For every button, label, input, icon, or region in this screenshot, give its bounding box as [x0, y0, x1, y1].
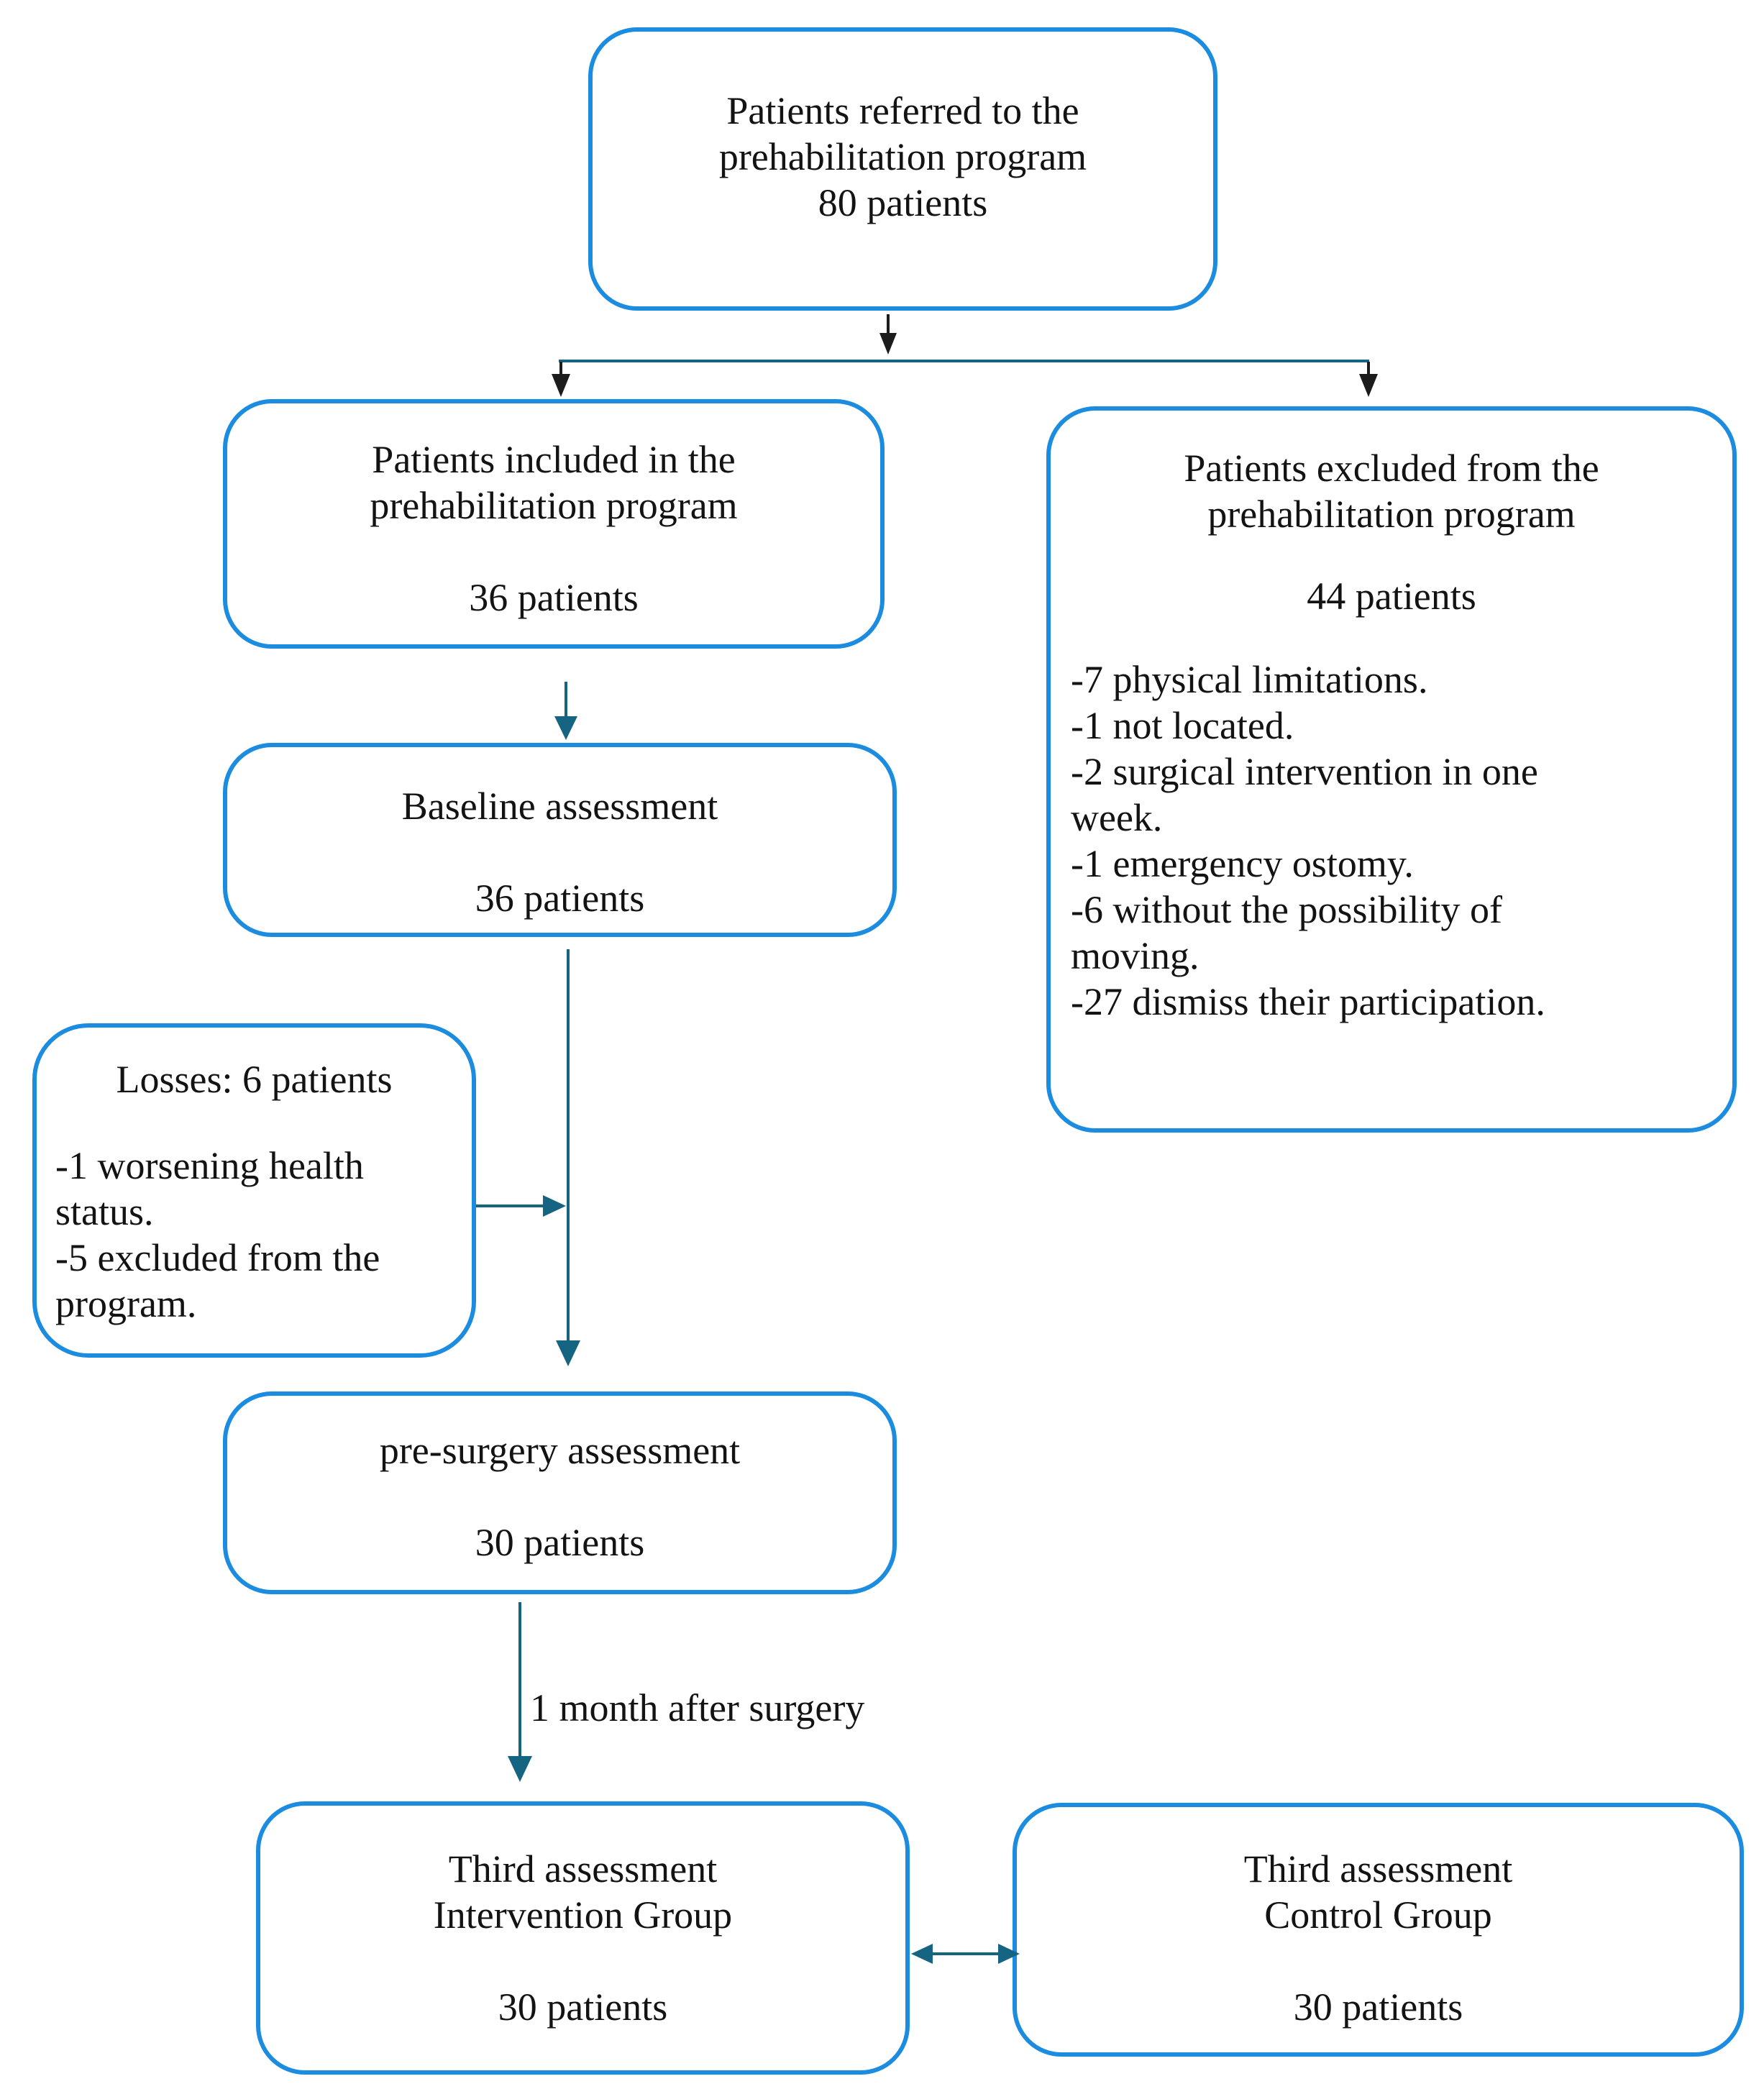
presurgery-count: 30 patients: [475, 1521, 645, 1564]
excluded-reason: -27 dismiss their participation.: [1071, 980, 1545, 1023]
excluded-count: 44 patients: [1307, 575, 1476, 618]
control-count: 30 patients: [1293, 1985, 1463, 2029]
excluded-reason-list: -7 physical limitations. -1 not located.…: [1051, 657, 1589, 1025]
excluded-line1: Patients excluded from the: [1184, 447, 1599, 490]
referred-count: 80 patients: [818, 181, 988, 224]
arrowhead-down-icon: [554, 716, 577, 740]
control-line1: Third assessment: [1243, 1847, 1513, 1891]
arrowhead-down-icon: [508, 1756, 532, 1782]
box-third-assessment-intervention: Third assessment Intervention Group 30 p…: [256, 1801, 910, 2075]
baseline-title: Baseline assessment: [401, 785, 718, 828]
arrow-intervention-control-line: [928, 1952, 1000, 1955]
arrowhead-left-icon: [911, 1944, 933, 1964]
arrow-top-to-branch-line: [887, 314, 890, 334]
intervention-line1: Third assessment: [448, 1847, 718, 1891]
box-presurgery-assessment: pre-surgery assessment 30 patients: [223, 1391, 897, 1594]
excluded-line2: prehabilitation program: [1207, 493, 1576, 536]
arrowhead-right-icon: [998, 1944, 1020, 1964]
losses-reason-list: -1 worsening health status. -5 excluded …: [37, 1143, 419, 1327]
included-count: 36 patients: [469, 576, 639, 619]
box-patients-included: Patients included in the prehabilitation…: [223, 399, 885, 649]
losses-reason: -1 worsening health status.: [55, 1144, 364, 1233]
referred-line1: Patients referred to the: [726, 89, 1079, 132]
losses-title: Losses: 6 patients: [116, 1058, 393, 1101]
losses-reason: -5 excluded from the program.: [55, 1236, 380, 1325]
arrow-branch-to-included-line: [559, 362, 562, 375]
edge-label-one-month: 1 month after surgery: [530, 1686, 865, 1729]
arrow-baseline-to-presurgery-line: [567, 949, 570, 1342]
included-line2: prehabilitation program: [370, 484, 738, 527]
excluded-reason: -7 physical limitations.: [1071, 658, 1428, 701]
arrow-branch-to-excluded-line: [1367, 362, 1370, 375]
excluded-reason: -6 without the possibility of moving.: [1071, 888, 1502, 977]
excluded-reason: -2 surgical intervention in one week.: [1071, 750, 1538, 839]
arrow-included-to-baseline-line: [565, 682, 567, 718]
box-losses: Losses: 6 patients -1 worsening health s…: [32, 1023, 476, 1358]
referred-line2: prehabilitation program: [718, 135, 1087, 178]
box-baseline-assessment: Baseline assessment 36 patients: [223, 743, 897, 937]
control-line2: Control Group: [1264, 1893, 1492, 1937]
baseline-count: 36 patients: [475, 877, 645, 920]
arrowhead-down-icon: [552, 374, 570, 397]
box-third-assessment-control: Third assessment Control Group 30 patien…: [1013, 1803, 1744, 2057]
included-line1: Patients included in the: [372, 438, 736, 481]
arrowhead-down-icon: [879, 333, 897, 355]
box-patients-referred: Patients referred to the prehabilitation…: [588, 27, 1217, 311]
excluded-reason: -1 not located.: [1071, 704, 1294, 747]
arrowhead-down-icon: [1359, 374, 1378, 397]
arrowhead-down-icon: [556, 1340, 580, 1366]
intervention-count: 30 patients: [498, 1985, 668, 2029]
excluded-reason: -1 emergency ostomy.: [1071, 842, 1414, 885]
arrow-presurgery-to-third-line: [518, 1602, 521, 1757]
branch-line: [559, 360, 1369, 362]
intervention-line2: Intervention Group: [433, 1893, 733, 1937]
box-patients-excluded: Patients excluded from the prehabilitati…: [1046, 406, 1737, 1133]
presurgery-title: pre-surgery assessment: [379, 1429, 741, 1472]
arrow-losses-to-main-line: [476, 1205, 544, 1207]
arrowhead-right-icon: [543, 1195, 566, 1217]
